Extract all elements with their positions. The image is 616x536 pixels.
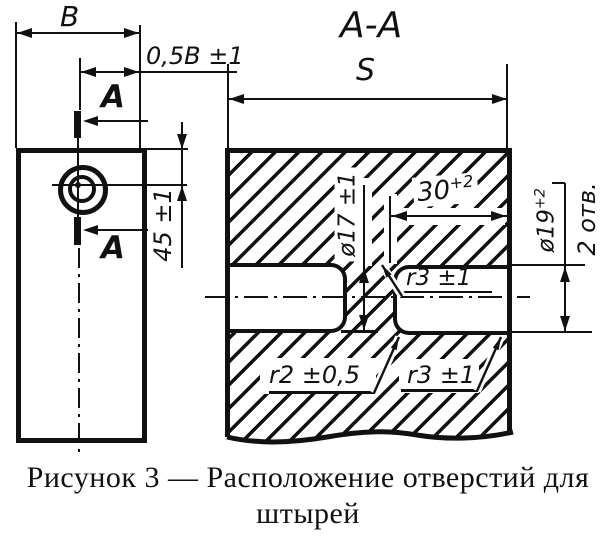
dim-s-arrow-right: [492, 94, 507, 104]
plate-centerline: [78, 248, 80, 455]
dim-19-label: ø19+2: [532, 179, 560, 261]
dim-17-line: [363, 185, 365, 330]
section-arrow-bottom-line: [88, 229, 148, 231]
dim-30-base: 30: [415, 175, 452, 209]
section-letter-bottom: A: [101, 230, 125, 266]
dim-b-line: [16, 32, 140, 34]
dim-s-line: [228, 98, 508, 100]
radius-bl-underline: [269, 391, 375, 394]
plate-top-ext: [141, 148, 188, 150]
dim-s-arrow-left: [229, 94, 244, 104]
section-arrow-top-head: [83, 116, 98, 126]
dim-45-arrow-down: [177, 134, 187, 149]
dim-30-arrow-left: [392, 211, 407, 221]
ext-line-left: [15, 22, 17, 148]
caption-line1: Рисунок 3 — Расположение отверстий для: [26, 461, 590, 494]
dim-19-arrow-down: [560, 316, 570, 331]
dim-30-sup: +2: [448, 171, 475, 193]
section-letter-top: A: [101, 79, 125, 115]
s-ext-right: [506, 64, 508, 148]
radius-top-label: r3 ±1: [406, 265, 472, 291]
dim-19-arrow-up: [560, 267, 570, 282]
hole-axis-horizontal: [52, 184, 187, 186]
slots-centerline: [205, 296, 530, 298]
dim-17-arrow-up: [359, 268, 369, 283]
section-arrow-top-line: [88, 120, 148, 122]
dim-30-label: 30+2: [411, 171, 480, 209]
dim-b-arrow-right: [124, 28, 139, 38]
radius-br-underline: [401, 389, 478, 392]
hole-symbol-inner: [68, 175, 96, 203]
dim-17-arrow-down: [359, 315, 369, 330]
dim-halfb-line: [80, 71, 237, 73]
section-title: A-A: [340, 5, 403, 46]
axis-ext-stub: [79, 58, 81, 110]
dim-30-arrow-right: [491, 211, 506, 221]
right-slot: [393, 265, 507, 335]
ext-line-right: [139, 25, 141, 148]
dim-19-ext-top: [510, 264, 585, 266]
dim-30-line: [391, 215, 507, 217]
slot-bottom-stub: [341, 330, 378, 333]
dim-s-label: S: [356, 53, 376, 88]
radius-top-underline: [400, 291, 492, 293]
cut-stroke-top: [74, 111, 81, 138]
wave-break-line: [222, 429, 518, 448]
radius-bottom-right-label: r3 ±1: [404, 363, 479, 387]
cut-stroke-bottom: [74, 217, 81, 245]
dim-halfb-arrow-right: [124, 67, 139, 77]
hole-symbol-dot: [75, 182, 81, 188]
dim-b-arrow-left: [17, 28, 32, 38]
dim-19-line: [564, 183, 566, 333]
dim-b-label: B: [60, 0, 80, 33]
radius-top-leader: [378, 262, 406, 299]
dim-19-sup: +2: [532, 188, 549, 210]
caption-line2: штырей: [256, 497, 360, 530]
dim-19-ext-bottom: [510, 331, 592, 333]
dim-45-arrow-up: [177, 186, 187, 201]
dim-19-top-tick: [552, 182, 565, 184]
dim-45-label: 45 ±1: [149, 188, 177, 262]
left-slot: [230, 263, 347, 333]
hole-symbol-outer: [58, 165, 108, 215]
section-arrow-bottom-head: [83, 225, 98, 235]
radius-bottom-left-label: r2 ±0,5: [266, 363, 364, 387]
dim-19-base: ø19: [533, 209, 560, 253]
radius-br-leader: [473, 335, 505, 393]
dim-17-label: ø17 ±1: [334, 167, 362, 262]
s-ext-left: [227, 64, 229, 148]
holes-count-label: 2 отв.: [573, 182, 601, 256]
dim-30-ext: [389, 196, 391, 263]
radius-bl-leader: [370, 335, 403, 395]
dim-halfb-arrow-left: [81, 67, 96, 77]
